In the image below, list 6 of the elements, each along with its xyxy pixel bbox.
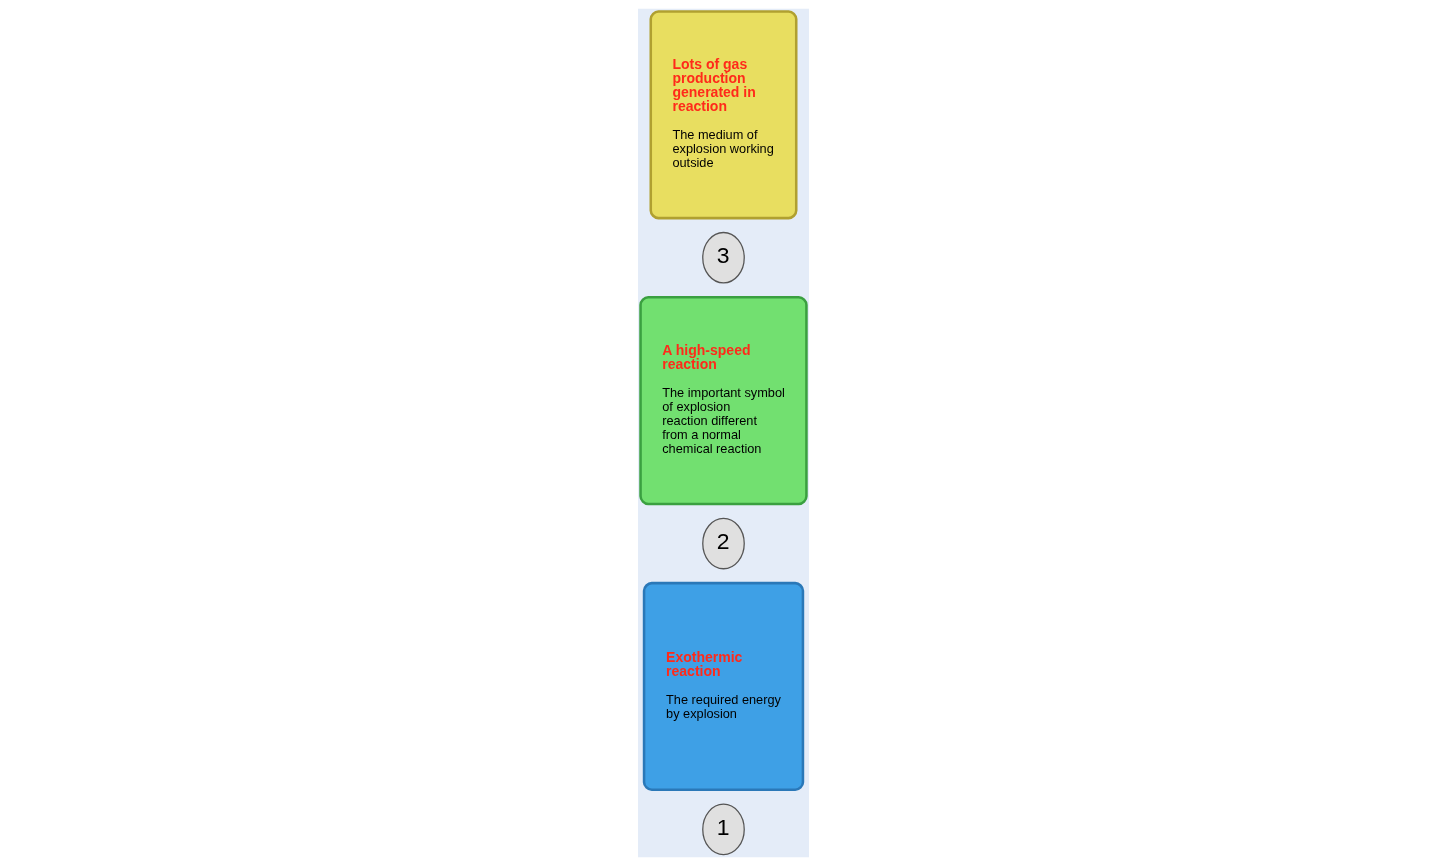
node-ellipse: 3 — [701, 231, 745, 284]
node-box: A high-speed reaction The important symbol of explosion reaction different from a normal chemical reaction — [638, 295, 808, 506]
node-ellipse: 2 — [701, 517, 745, 570]
node-box: Lots of gas production generated in reaction The medium of explosion working outside — [649, 10, 797, 220]
node-ellipse: 1 — [701, 803, 745, 856]
node-box: Exothermic reaction The required energy by explosion — [642, 581, 804, 792]
